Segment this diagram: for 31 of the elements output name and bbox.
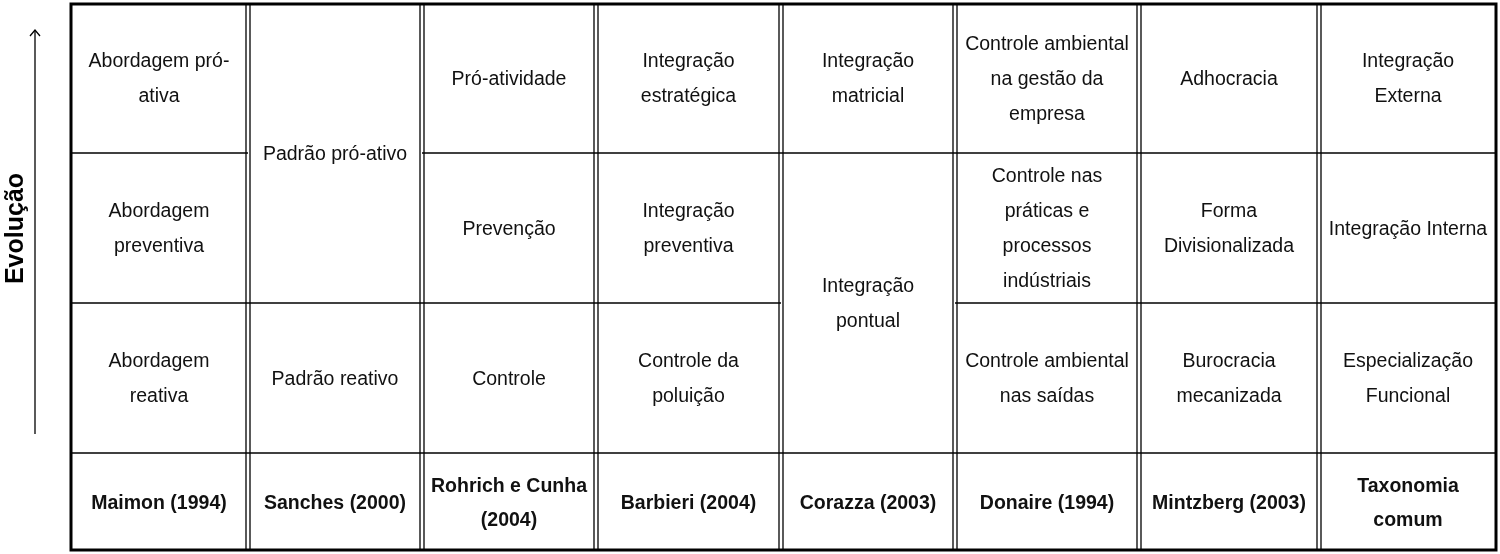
column-header: Maimon (1994): [91, 490, 227, 515]
cell-text: Abordagem pró-ativa: [87, 48, 231, 108]
cell-text: Controle ambiental nas saídas: [964, 348, 1130, 408]
cell-text: Integração pontual: [820, 273, 916, 333]
column-header: Rohrich e Cunha (2004): [431, 473, 587, 532]
column-header: Barbieri (2004): [620, 490, 757, 515]
cell-text: Pró-atividade: [451, 65, 567, 91]
cell-text: Controle da poluição: [637, 348, 740, 408]
column-header: Taxonomia comum: [1356, 473, 1460, 532]
cell-text: Integração Interna: [1328, 215, 1488, 241]
cell-text: Integração preventiva: [641, 198, 736, 258]
cell-text: Burocracia mecanizada: [1175, 348, 1283, 408]
cell-text: Controle: [472, 365, 546, 391]
cell-text: Forma Divisionalizada: [1162, 198, 1296, 258]
cell-text: Integração estratégica: [639, 48, 738, 108]
cell-text: Controle ambiental na gestão da empresa: [964, 30, 1130, 126]
cell-text: Integração Externa: [1360, 48, 1456, 108]
cell-text: Prevenção: [462, 215, 556, 241]
cell-text: Adhocracia: [1180, 65, 1278, 91]
cell-text: Controle nas práticas e processos indústriais: [990, 163, 1104, 293]
column-header: Donaire (1994): [979, 490, 1115, 515]
cell-text: Abordagem reativa: [107, 348, 211, 408]
cell-text: Padrão reativo: [271, 365, 399, 391]
column-header: Corazza (2003): [799, 490, 937, 515]
column-header: Sanches (2000): [264, 490, 406, 515]
cell-text: Abordagem preventiva: [107, 198, 211, 258]
cell-text: Padrão pró-ativo: [262, 140, 408, 166]
axis-label: Evolução: [0, 172, 29, 284]
cell-text: Especialização Funcional: [1341, 348, 1475, 408]
cell-text: Integração matricial: [820, 48, 916, 108]
column-header: Mintzberg (2003): [1152, 490, 1306, 515]
